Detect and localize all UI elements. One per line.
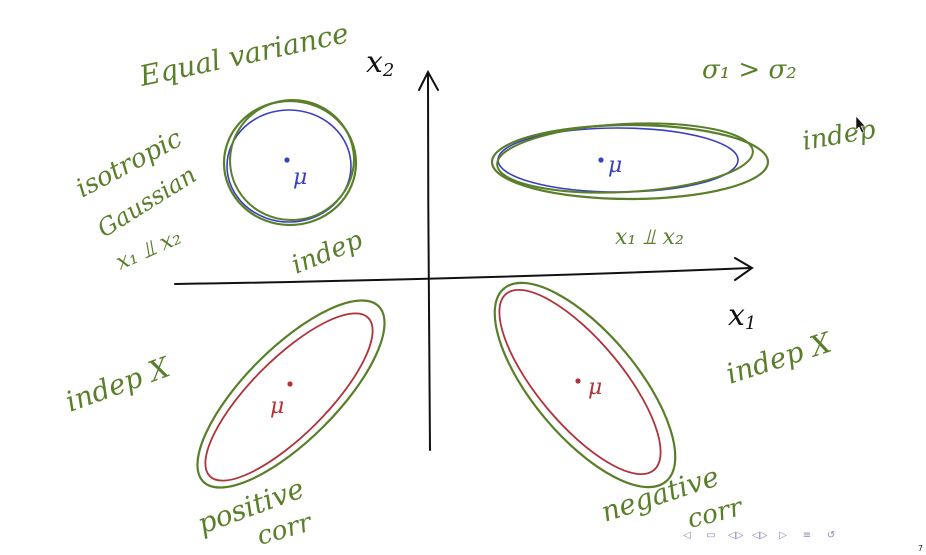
nav-section-icon[interactable]: ◁▷ bbox=[728, 530, 744, 541]
nav-align-icon[interactable]: ≡ bbox=[802, 530, 812, 541]
br-red-contour bbox=[498, 288, 662, 476]
nav-left-icon[interactable]: ◁ bbox=[683, 530, 691, 541]
bl-indep-x-label: indep X bbox=[61, 350, 175, 418]
y-axis-label: x2 bbox=[366, 45, 394, 81]
mouse-cursor-icon bbox=[855, 115, 866, 134]
nav-search-icon[interactable]: ↺ bbox=[826, 530, 836, 541]
slide-navigation-bar: ◁ ▭ ◁▷ ◁▷ ▷ ≡ ↺ bbox=[680, 528, 838, 544]
bottom-right-contours bbox=[493, 281, 677, 489]
nav-right-icon[interactable]: ▷ bbox=[779, 530, 787, 541]
tr-indep-label: indep bbox=[800, 114, 878, 156]
axes bbox=[174, 69, 754, 451]
tr-independence-relation: x₁ ⫫ x₂ bbox=[615, 225, 684, 250]
tl-green-contour-1 bbox=[222, 99, 358, 227]
nav-frame-icon[interactable]: ▭ bbox=[706, 530, 716, 541]
br-mean-dot bbox=[575, 378, 581, 384]
x-axis-label: x1 bbox=[728, 298, 756, 334]
page-number: 7 bbox=[917, 544, 923, 553]
tl-mean-dot bbox=[284, 157, 290, 163]
sigma-relation-label: σ₁ > σ₂ bbox=[702, 55, 797, 85]
bl-mean-dot bbox=[287, 381, 293, 387]
x-axis bbox=[174, 267, 751, 285]
y-axis bbox=[427, 74, 431, 451]
tl-green-contour-2 bbox=[229, 98, 355, 222]
tl-mean-label: μ bbox=[293, 165, 307, 190]
tr-mean-dot bbox=[598, 157, 604, 163]
br-mean-label: μ bbox=[588, 375, 602, 400]
nav-subsection-icon[interactable]: ◁▷ bbox=[752, 530, 768, 541]
br-green-contour bbox=[493, 281, 677, 489]
tr-green-contour-2 bbox=[496, 122, 754, 194]
tl-indep-label: indep bbox=[287, 225, 367, 281]
x-axis-arrowhead bbox=[734, 257, 754, 281]
tr-green-contour-1 bbox=[490, 123, 770, 201]
br-indep-x-label: indep X bbox=[722, 325, 836, 390]
bl-green-contour bbox=[196, 299, 386, 489]
top-left-contours bbox=[222, 98, 358, 227]
bottom-left-contours bbox=[196, 299, 386, 489]
y-axis-arrowhead bbox=[418, 69, 439, 91]
tr-mean-label: μ bbox=[608, 153, 622, 178]
tl-blue-contour bbox=[226, 109, 352, 223]
bl-red-contour bbox=[204, 312, 374, 482]
top-right-contours bbox=[490, 122, 770, 201]
equal-variance-label: Equal variance bbox=[136, 16, 352, 93]
bl-mean-label: μ bbox=[270, 394, 284, 419]
